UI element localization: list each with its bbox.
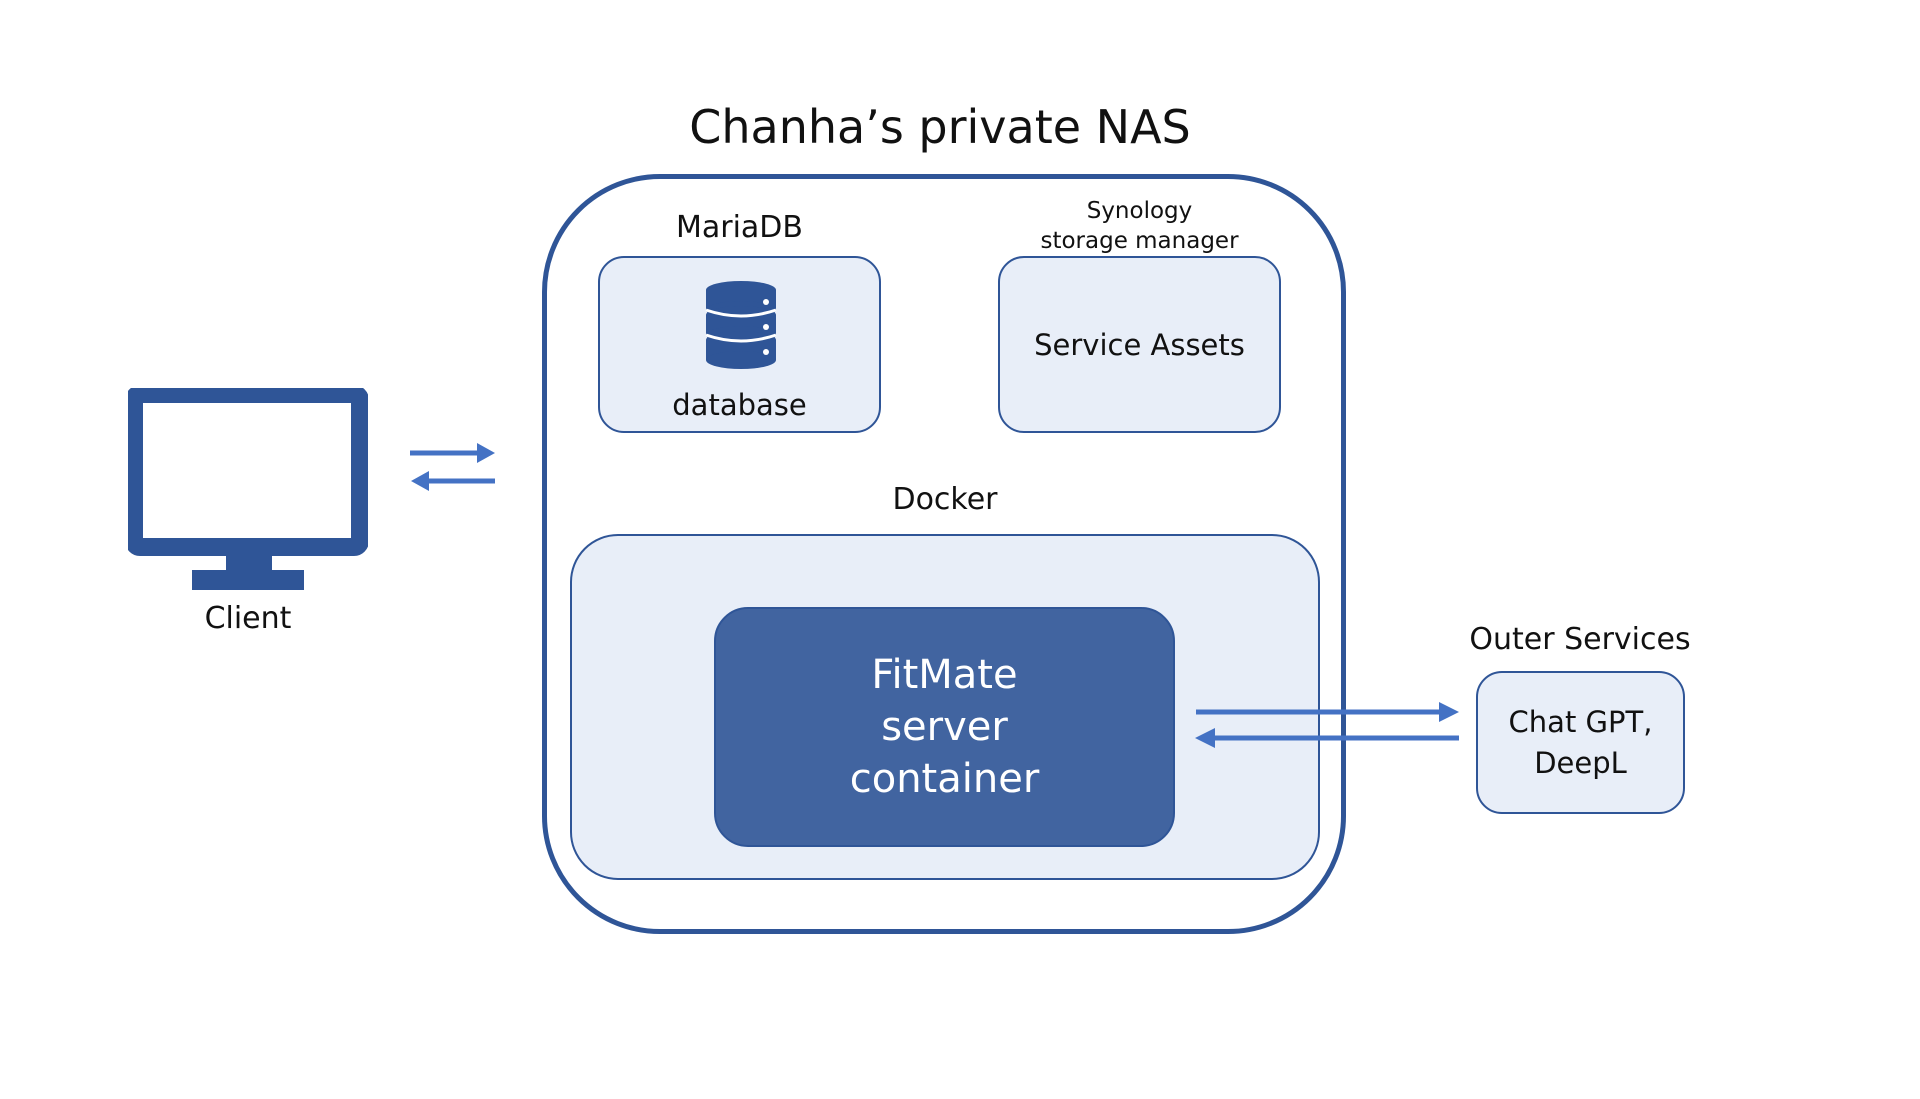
docker-label: Docker [892,482,998,517]
client-node [125,385,369,595]
fitmate-outer-arrows [1195,702,1459,748]
outer-services-label: Outer Services [1469,622,1691,657]
database-icon [705,281,777,369]
outer-services-line1: Chat GPT, [1508,704,1653,739]
nas-container [542,174,1346,934]
fitmate-line1: FitMate [871,652,1018,698]
fitmate-container-box: FitMate server container [714,607,1175,847]
outer-services-line2: DeepL [1534,745,1627,780]
service-assets-box: Service Assets [998,256,1281,433]
monitor-icon [125,385,369,590]
fitmate-line3: container [849,756,1040,802]
fitmate-line2: server [881,704,1008,750]
service-assets-label: Service Assets [1034,327,1245,362]
storage-label-line1: Synology [1086,198,1193,224]
mariadb-label: MariaDB [675,210,803,245]
client-nas-arrows [410,443,495,491]
diagram-title: Chanha’s private NAS [689,100,1191,154]
database-label: database [672,388,807,422]
mariadb-box: database [598,256,881,433]
storage-label-line2: storage manager [1040,228,1239,254]
client-label: Client [204,601,292,636]
storage-label: Synology storage manager [998,196,1281,256]
outer-services-box: Chat GPT, DeepL [1476,671,1685,814]
